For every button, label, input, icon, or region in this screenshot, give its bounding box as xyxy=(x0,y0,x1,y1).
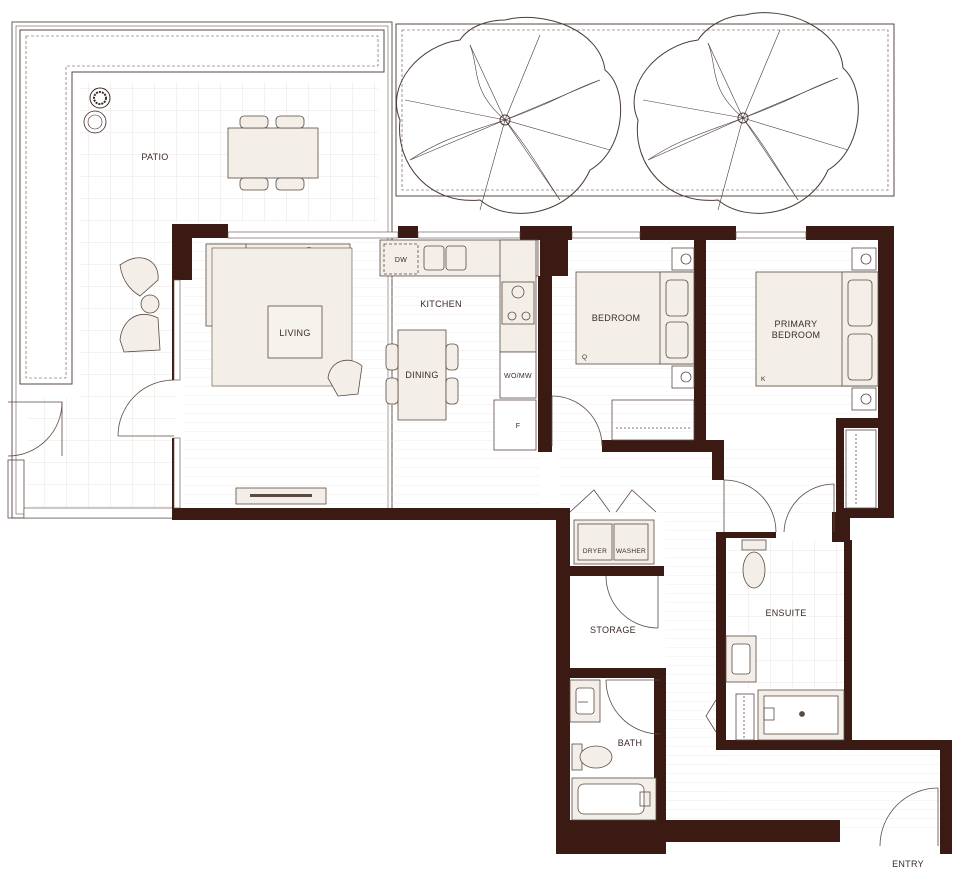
bedroom-closet xyxy=(551,395,695,447)
sink-icon xyxy=(569,679,601,723)
patio-dining-set xyxy=(227,115,319,191)
door-swing-icon xyxy=(117,379,175,437)
room-label-patio: PATIO xyxy=(141,152,168,162)
door-swing-icon xyxy=(723,479,835,533)
bed-size-king: K xyxy=(761,376,766,383)
bed-icon xyxy=(575,247,695,389)
ensuite-linen-closet xyxy=(705,693,755,741)
door-swing-icon xyxy=(605,679,661,735)
room-label-living: LIVING xyxy=(279,328,310,338)
potted-plant-icon xyxy=(83,87,111,134)
door-swing-icon xyxy=(879,787,939,847)
fixture-labels: DW WO/MW F DRYER WASHER Q K xyxy=(395,257,766,555)
coffee-table xyxy=(267,305,323,359)
exterior-walls xyxy=(172,224,952,854)
room-label-bath: BATH xyxy=(618,738,643,748)
fridge xyxy=(493,399,537,451)
fixture-label-wo-mw: WO/MW xyxy=(504,373,532,380)
room-labels: PATIO LIVING KITCHEN DINING BEDROOM PRIM… xyxy=(141,152,924,869)
bathtub-icon xyxy=(571,777,657,821)
armchair-icon xyxy=(119,257,161,353)
fixture-label-dryer: DRYER xyxy=(583,548,607,555)
room-label-ensuite: ENSUITE xyxy=(765,608,806,618)
tree-canopy-icon xyxy=(395,16,622,214)
sink-icon xyxy=(725,635,757,683)
armchair-icon xyxy=(327,359,363,397)
wall-oven xyxy=(499,351,537,399)
planter-hedge xyxy=(19,23,895,385)
room-label-bedroom: BEDROOM xyxy=(592,313,641,323)
room-label-primary-2: BEDROOM xyxy=(772,330,821,340)
fixture-label-dw: DW xyxy=(395,257,407,264)
toilet-icon xyxy=(571,743,613,771)
bed-icon xyxy=(755,247,879,411)
room-label-primary-1: PRIMARY xyxy=(775,319,818,329)
stove-icon xyxy=(501,281,535,325)
laundry-closet xyxy=(569,489,657,565)
primary-closet xyxy=(845,429,877,509)
toilet-icon xyxy=(741,539,767,589)
fixture-label-washer: WASHER xyxy=(616,548,646,555)
room-label-storage: STORAGE xyxy=(590,625,636,635)
window-glazing xyxy=(173,231,807,509)
dining-set xyxy=(385,329,459,421)
room-label-dining: DINING xyxy=(405,370,438,380)
fixture-label-fridge: F xyxy=(516,423,521,430)
bed-size-queen: Q xyxy=(582,354,587,361)
tree-canopy-icon xyxy=(633,12,859,214)
door-swing-icon xyxy=(7,401,63,519)
room-label-kitchen: KITCHEN xyxy=(420,299,462,309)
door-swing-icon xyxy=(605,575,659,629)
kitchen-counter xyxy=(379,239,539,353)
room-label-entry: ENTRY xyxy=(892,859,924,869)
shower-icon xyxy=(757,689,845,741)
